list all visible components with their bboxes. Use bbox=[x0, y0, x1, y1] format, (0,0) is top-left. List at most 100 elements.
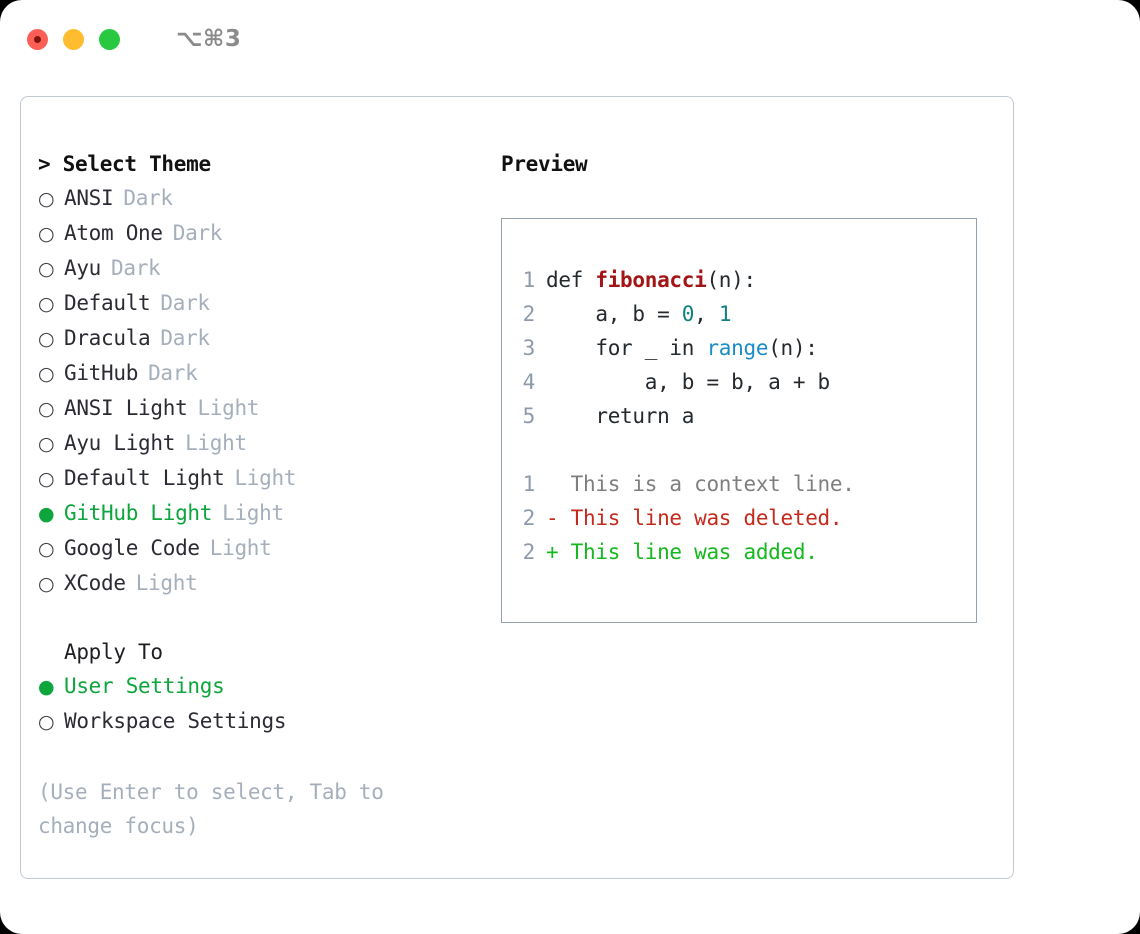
theme-option-xcode[interactable]: ○ XCode Light bbox=[38, 566, 478, 601]
theme-option-github-light[interactable]: ● GitHub Light Light bbox=[38, 496, 478, 531]
theme-option-ansi-light[interactable]: ○ ANSI Light Light bbox=[38, 391, 478, 426]
theme-mode-tag: Light bbox=[197, 396, 260, 420]
code-line: 1 def fibonacci(n): bbox=[511, 263, 855, 297]
theme-mode-tag: Dark bbox=[148, 361, 198, 385]
theme-option-label: GitHub Light bbox=[64, 501, 213, 525]
zoom-window-icon[interactable] bbox=[99, 28, 120, 50]
theme-option-label: Atom One bbox=[64, 221, 163, 245]
code-line: 4 a, b = b, a + b bbox=[511, 365, 855, 399]
line-number: 5 bbox=[522, 404, 536, 428]
code-token: def bbox=[546, 268, 596, 292]
theme-mode-tag: Light bbox=[222, 501, 284, 525]
diff-line: 2 - This line was deleted. bbox=[511, 501, 855, 535]
code-line-content: a, b = 0, 1 bbox=[546, 297, 731, 331]
theme-mode-tag: Dark bbox=[160, 326, 210, 350]
radio-unselected-icon: ○ bbox=[38, 258, 55, 280]
line-number: 4 bbox=[522, 370, 536, 394]
radio-unselected-icon: ○ bbox=[38, 468, 55, 490]
code-token: fibonacci bbox=[595, 268, 707, 292]
radio-selected-icon: ● bbox=[38, 503, 55, 525]
line-number: 3 bbox=[522, 336, 536, 360]
radio-unselected-icon: ○ bbox=[38, 293, 55, 315]
radio-unselected-icon: ○ bbox=[38, 223, 55, 245]
keyboard-shortcut-label: ⌥⌘3 bbox=[176, 26, 242, 52]
code-token: 0 bbox=[681, 302, 695, 326]
keyboard-hint-text: (Use Enter to select, Tab to change focu… bbox=[38, 780, 384, 838]
diff-line-content: + This line was added. bbox=[546, 540, 818, 564]
select-theme-header: > Select Theme bbox=[38, 152, 211, 176]
theme-option-google-code[interactable]: ○ Google Code Light bbox=[38, 531, 478, 566]
radio-unselected-icon: ○ bbox=[38, 538, 55, 560]
theme-option-label: XCode bbox=[64, 571, 126, 595]
code-token: range bbox=[706, 336, 769, 360]
radio-unselected-icon: ○ bbox=[38, 363, 55, 385]
theme-option-default[interactable]: ○ Default Dark bbox=[38, 286, 478, 321]
preview-header: Preview bbox=[501, 152, 588, 176]
theme-mode-tag: Light bbox=[135, 571, 198, 595]
radio-unselected-icon: ○ bbox=[38, 433, 55, 455]
radio-selected-icon: ● bbox=[38, 676, 55, 698]
apply-to-option-workspace-settings[interactable]: ○ Workspace Settings bbox=[38, 704, 478, 739]
line-number: 2 bbox=[522, 302, 536, 326]
radio-unselected-icon: ○ bbox=[38, 711, 55, 733]
theme-option-label: Ayu Light bbox=[64, 431, 176, 455]
theme-mode-tag: Dark bbox=[123, 186, 173, 210]
radio-unselected-icon: ○ bbox=[38, 328, 55, 350]
code-token: a, b = bbox=[546, 302, 682, 326]
traffic-lights bbox=[27, 28, 120, 50]
diff-line-content: This is a context line. bbox=[546, 472, 855, 496]
code-line-content: a, b = b, a + b bbox=[546, 365, 830, 399]
theme-option-ansi[interactable]: ○ ANSI Dark bbox=[38, 181, 478, 216]
theme-option-label: GitHub bbox=[64, 361, 139, 385]
code-token: (n): bbox=[706, 268, 756, 292]
radio-unselected-icon: ○ bbox=[38, 573, 55, 595]
apply-to-header: Apply To bbox=[64, 640, 163, 664]
code-token: , bbox=[694, 302, 719, 326]
theme-option-label: Google Code bbox=[64, 536, 200, 560]
minimize-window-icon[interactable] bbox=[63, 28, 84, 50]
code-spacer bbox=[511, 433, 855, 467]
theme-option-label: Dracula bbox=[64, 326, 151, 350]
apply-to-option-label: User Settings bbox=[64, 674, 225, 698]
line-number: 1 bbox=[522, 472, 536, 496]
theme-option-label: ANSI Light bbox=[64, 396, 188, 420]
code-token: a, b = b, a + b bbox=[546, 370, 830, 394]
code-token: (n): bbox=[768, 336, 818, 360]
close-window-icon[interactable] bbox=[27, 28, 48, 50]
theme-mode-tag: Dark bbox=[172, 221, 223, 245]
code-token: return a bbox=[546, 404, 695, 428]
theme-option-github[interactable]: ○ GitHub Dark bbox=[38, 356, 478, 391]
theme-option-atom-one[interactable]: ○ Atom One Dark bbox=[38, 216, 478, 251]
code-line: 2 a, b = 0, 1 bbox=[511, 297, 855, 331]
theme-mode-tag: Dark bbox=[160, 291, 210, 315]
code-token: 1 bbox=[718, 302, 732, 326]
line-number: 2 bbox=[522, 506, 536, 530]
line-number: 1 bbox=[522, 268, 536, 292]
code-line-content: for _ in range(n): bbox=[546, 331, 818, 365]
apply-to-option-label: Workspace Settings bbox=[64, 709, 287, 733]
theme-option-label: ANSI bbox=[64, 186, 114, 210]
code-line: 5 return a bbox=[511, 399, 855, 433]
code-line-content: return a bbox=[546, 399, 694, 433]
theme-mode-tag: Light bbox=[209, 536, 272, 560]
apply-to-option-user-settings[interactable]: ● User Settings bbox=[38, 669, 478, 704]
theme-option-label: Ayu bbox=[64, 256, 102, 280]
line-number: 2 bbox=[522, 540, 536, 564]
diff-line-content: - This line was deleted. bbox=[546, 506, 843, 530]
radio-unselected-icon: ○ bbox=[38, 188, 55, 210]
theme-option-label: Default Light bbox=[64, 466, 225, 490]
radio-unselected-icon: ○ bbox=[38, 398, 55, 420]
code-line: 3 for _ in range(n): bbox=[511, 331, 855, 365]
theme-option-dracula[interactable]: ○ Dracula Dark bbox=[38, 321, 478, 356]
theme-option-label: Default bbox=[64, 291, 151, 315]
